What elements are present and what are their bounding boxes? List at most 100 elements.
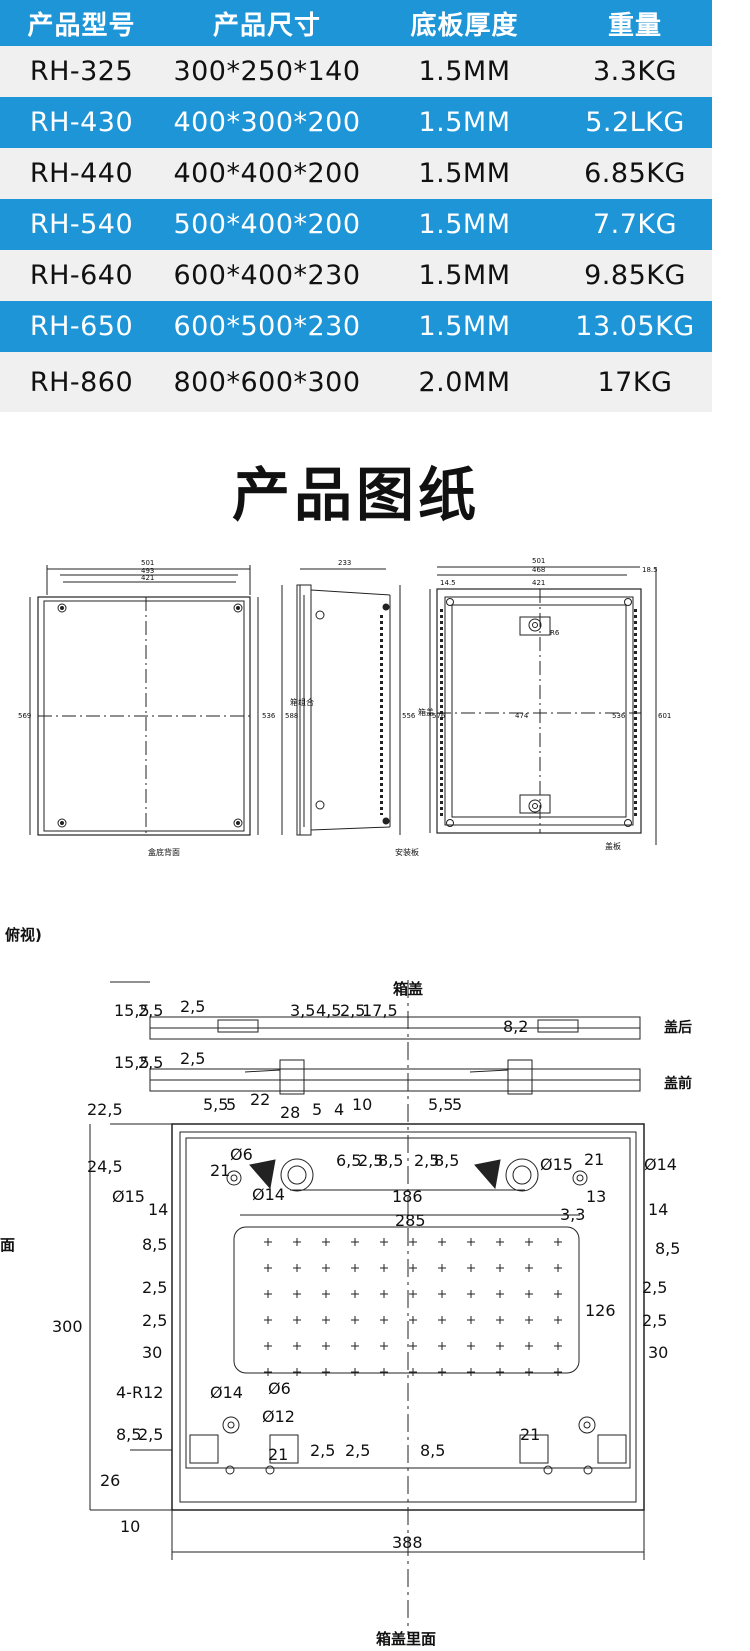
front-caption: 盒底背面 (148, 847, 180, 857)
dim-label: 2,5 (642, 1278, 667, 1297)
dim-label: 3,3 (560, 1205, 585, 1224)
table-row: RH-325 300*250*140 1.5MM 3.3KG (0, 46, 712, 97)
dim-label: 4,5 (316, 1001, 341, 1020)
dim-label: 388 (392, 1533, 423, 1552)
dim-label: 2,5 (414, 1151, 439, 1170)
table-header: 产品型号 产品尺寸 底板厚度 重量 (0, 0, 712, 46)
cell-thickness: 1.5MM (418, 107, 511, 138)
dim-label: Ø15 (540, 1155, 573, 1174)
cell-model: RH-650 (29, 311, 134, 342)
dim-inner-536: 536 (612, 712, 626, 720)
dim-493: 493 (141, 567, 154, 575)
mounting-holes-grid (264, 1238, 562, 1376)
dim-label: 22 (250, 1090, 270, 1109)
dim-label: 2,5 (142, 1278, 167, 1297)
dim-label: 14 (148, 1200, 168, 1219)
dim-label: 5 (226, 1095, 236, 1114)
dim-label: 8,5 (420, 1441, 445, 1460)
cell-weight: 6.85KG (584, 158, 686, 189)
cell-thickness: 1.5MM (418, 260, 511, 291)
dim-label: 28 (280, 1103, 300, 1122)
dim-label: 10 (120, 1517, 140, 1536)
dim-label: Ø12 (262, 1407, 295, 1426)
cell-weight: 3.3KG (592, 56, 678, 87)
dim-label: 8,5 (142, 1235, 167, 1254)
header-model: 产品型号 (27, 10, 136, 41)
dim-label: 8,2 (503, 1017, 528, 1036)
dim-label: 2,5 (340, 1001, 365, 1020)
dim-label: 5 (312, 1100, 322, 1119)
dim-569: 569 (18, 712, 31, 720)
rail-dots-side (380, 615, 383, 815)
dim-588: 588 (285, 712, 298, 720)
header-thickness: 底板厚度 (410, 10, 519, 41)
cell-model: RH-540 (29, 209, 134, 240)
dim-label: 2,5 (180, 1049, 205, 1068)
cell-size: 400*300*200 (173, 107, 361, 138)
dim-label: 13 (586, 1187, 606, 1206)
dim-label: Ø14 (210, 1383, 243, 1402)
cell-model: RH-440 (29, 158, 134, 189)
technical-drawings: 501 493 421 569 536 盒底背面 233 588 556 箱组合… (18, 557, 671, 857)
cell-model: RH-640 (29, 260, 134, 291)
lid-front-label: 盖前 (664, 1075, 692, 1092)
section-title: 产品图纸 (231, 461, 480, 529)
spec-table: 产品型号 产品尺寸 底板厚度 重量 RH-325 300*250*140 1.5… (0, 0, 712, 412)
dim-label: 2,5 (642, 1311, 667, 1330)
dim-inner-421: 421 (532, 579, 545, 587)
dim-label: 285 (395, 1211, 426, 1230)
cell-weight: 7.7KG (592, 209, 678, 240)
dim-label: 126 (585, 1301, 616, 1320)
dim-label: 4-R12 (116, 1383, 163, 1402)
dim-label: 8,5 (378, 1151, 403, 1170)
side-label-box: 箱组合 (290, 697, 314, 707)
dim-label: 17,5 (362, 1001, 398, 1020)
dim-label: 2,5 (345, 1441, 370, 1460)
lid-back-label: 盖后 (664, 1019, 692, 1036)
dim-label: 21 (210, 1161, 230, 1180)
dim-label: 30 (648, 1343, 668, 1362)
dim-501: 501 (141, 559, 154, 567)
cell-model: RH-860 (29, 366, 134, 398)
dim-601: 601 (658, 712, 671, 720)
dim-label: 21 (584, 1150, 604, 1169)
dim-label: 300 (52, 1317, 83, 1336)
front-view (29, 565, 259, 836)
dim-label: 24,5 (87, 1157, 123, 1176)
dim-label: 3,5 (290, 1001, 315, 1020)
cell-size: 400*400*200 (173, 158, 361, 189)
table-row: RH-440 400*400*200 1.5MM 6.85KG (0, 148, 712, 199)
dim-label: Ø14 (252, 1185, 285, 1204)
dim-421: 421 (141, 574, 154, 582)
cell-thickness: 2.0MM (418, 366, 511, 398)
dim-label: 2,5 (138, 1053, 163, 1072)
dim-18-5: 18.5 (642, 566, 658, 574)
dim-576: 576 (432, 712, 446, 720)
cell-model: RH-430 (29, 107, 134, 138)
inner-label-lid: 箱盖 (418, 707, 434, 717)
table-row: RH-650 600*500*230 1.5MM 13.05KG (0, 301, 712, 352)
dim-233: 233 (338, 559, 351, 567)
cell-size: 800*600*300 (173, 366, 361, 398)
dim-label: 5,5 (203, 1095, 228, 1114)
dim-r6: R6 (550, 629, 560, 637)
dim-label: 10 (352, 1095, 372, 1114)
dim-536: 536 (262, 712, 276, 720)
dim-label: Ø15 (112, 1187, 145, 1206)
dim-label: 8,5 (434, 1151, 459, 1170)
dim-label: 2,5 (138, 1425, 163, 1444)
cell-size: 600*400*230 (173, 260, 361, 291)
cell-size: 600*500*230 (173, 311, 361, 342)
dim-label: 21 (520, 1425, 540, 1444)
cell-weight: 13.05KG (575, 311, 695, 342)
dim-label: 2,5 (310, 1441, 335, 1460)
dim-label: Ø6 (268, 1379, 291, 1398)
dim-label: 6,5 (336, 1151, 361, 1170)
bottom-caption: 箱盖里面 (376, 1630, 436, 1648)
dim-label: 186 (392, 1187, 423, 1206)
table-row: RH-640 600*400*230 1.5MM 9.85KG (0, 250, 712, 301)
dim-label: 2,5 (142, 1311, 167, 1330)
dim-14-5: 14.5 (440, 579, 456, 587)
cell-size: 500*400*200 (173, 209, 361, 240)
cell-thickness: 1.5MM (418, 56, 511, 87)
